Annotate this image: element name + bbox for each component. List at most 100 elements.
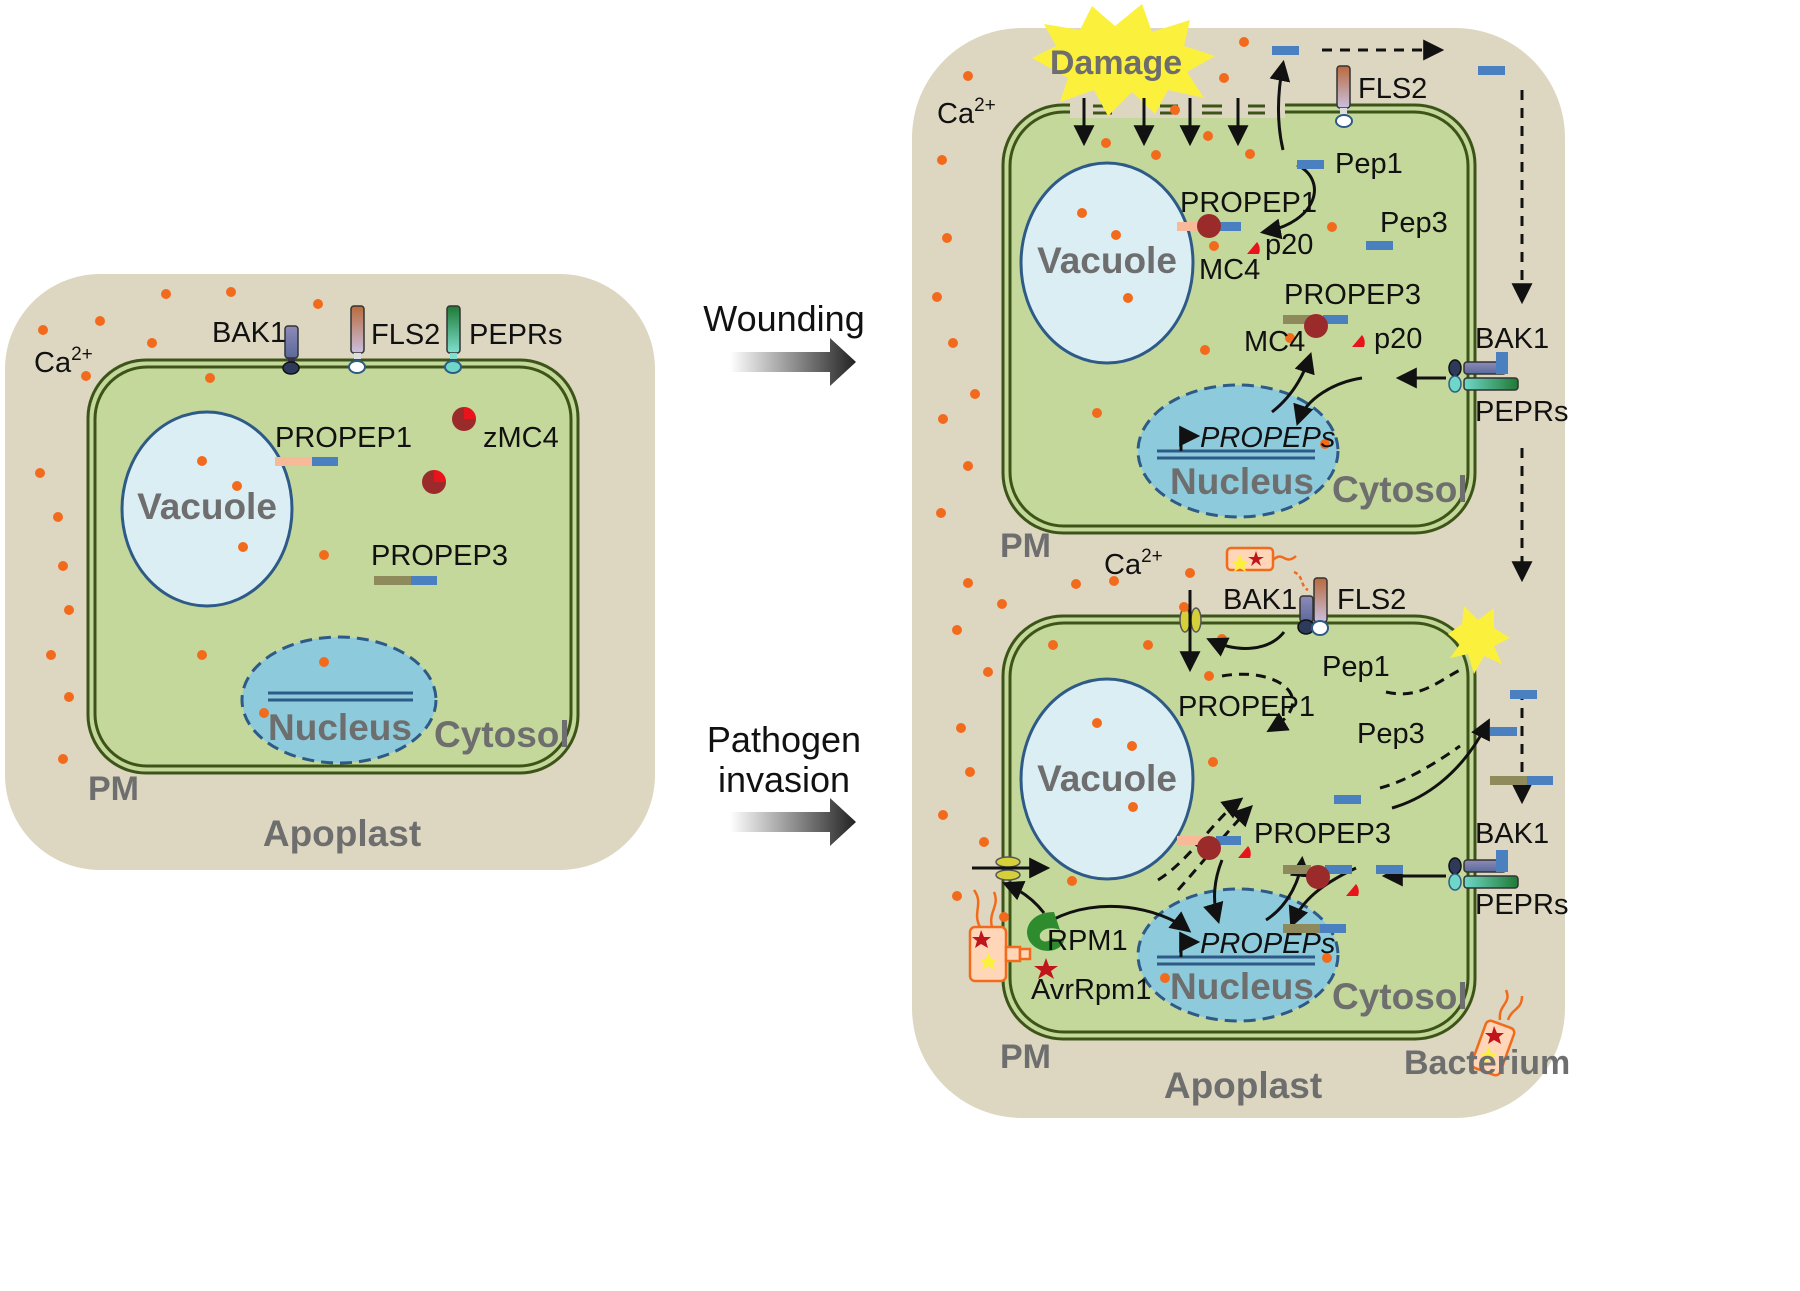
- signal-to-nucleus-arrow: [1293, 376, 1363, 426]
- left-cytosol-label: Cytosol: [434, 714, 570, 755]
- left-ca-label: Ca2+: [34, 344, 93, 379]
- bottom-bak1-peprs-complex: [1448, 850, 1519, 891]
- pep3-release-arrow: [1391, 718, 1490, 810]
- left-propep3-label: PROPEP3: [371, 540, 508, 572]
- left-vacuole: [120, 410, 294, 608]
- wounding-label: Wounding: [703, 298, 864, 339]
- top-pep1-label: Pep1: [1335, 148, 1403, 180]
- pathogen-label-line2: invasion: [718, 759, 850, 800]
- bottom-tss-arrow: [1179, 931, 1201, 957]
- left-resting-cell: Ca2+ BAK1 FLS2 PEPRs PROPEP1 zMC4 PROPEP…: [5, 274, 655, 870]
- bottom-ca-label: Ca2+: [1104, 546, 1163, 581]
- left-nucleus-label: Nucleus: [268, 707, 412, 748]
- bottom-infected-cell: Ca2+ BAK1 FLS2 Pep1 PROPEP1 Pep3 PROPEP3…: [938, 546, 1570, 1106]
- bottom-apoplast-label: Apoplast: [1164, 1065, 1322, 1106]
- bottom-plasma-membrane: [1008, 621, 1470, 1034]
- wounding-arrow: [730, 338, 856, 386]
- top-propep3-label: PROPEP3: [1284, 279, 1421, 311]
- top-bak1-label: BAK1: [1475, 323, 1549, 355]
- left-fls2-label: FLS2: [371, 319, 440, 351]
- pathogen-label-line1: Pathogen: [707, 719, 861, 760]
- bottom-avrrpm1-label: AvrRpm1: [1031, 974, 1151, 1006]
- left-plasma-membrane: [93, 365, 573, 768]
- left-bak1-label: BAK1: [212, 317, 286, 349]
- bottom-bak1-top-label: BAK1: [1223, 584, 1297, 616]
- bottom-vacuole-label: Vacuole: [1037, 758, 1177, 799]
- left-propep1-label: PROPEP1: [275, 422, 412, 454]
- top-p20-a-label: p20: [1265, 229, 1313, 261]
- top-propep1-label: PROPEP1: [1180, 187, 1317, 219]
- left-apoplast-label: Apoplast: [263, 813, 421, 854]
- left-zmc4-zymogen: [422, 407, 476, 494]
- bottom-peprs-label: PEPRs: [1475, 889, 1568, 921]
- injecting-bacterium: [968, 889, 1032, 983]
- left-peprs-receptor: [444, 305, 462, 374]
- bottom-bacterium-label: Bacterium: [1404, 1044, 1570, 1082]
- top-propep1-mc4-complex: [1177, 214, 1260, 254]
- left-vacuole-label: Vacuole: [137, 486, 277, 527]
- avrrpm1-effector: [1034, 958, 1058, 979]
- nucleus-to-propep3-arrow-a: [1203, 859, 1224, 925]
- bottom-pep1-label: Pep1: [1322, 651, 1390, 683]
- pep1-release-arrow: [1269, 59, 1291, 151]
- bottom-propep3-label: PROPEP3: [1254, 818, 1391, 850]
- mc4-cleavage-arrow: [1259, 163, 1316, 240]
- bottom-bak1-fls2-complex: [1293, 570, 1329, 636]
- top-vacuole-label: Vacuole: [1037, 240, 1177, 281]
- rpm1-to-channel-arrow: [1002, 880, 1046, 914]
- propeps-to-mc4-arrow: [1271, 352, 1315, 414]
- bottom-rpm1-label: RPM1: [1047, 925, 1128, 957]
- top-cytosol-label: Cytosol: [1332, 469, 1468, 510]
- top-pm-label: PM: [1000, 527, 1051, 565]
- flagellated-bacterium: [1225, 546, 1297, 572]
- top-wounded-cell: Damage: [932, 4, 1568, 805]
- bottom-propep3-external: [1490, 776, 1553, 785]
- wounding-transition: Wounding: [703, 298, 865, 386]
- left-peprs-label: PEPRs: [469, 319, 562, 351]
- pathogen-arrow: [730, 798, 856, 846]
- top-peprs-label: PEPRs: [1475, 396, 1568, 428]
- left-fls2-receptor: [348, 305, 366, 374]
- free-bacterium: [1470, 989, 1524, 1077]
- top-p20-b-label: p20: [1374, 323, 1422, 355]
- fls2-to-channel-arrow: [1206, 631, 1286, 657]
- side-calcium-channel: [995, 856, 1021, 881]
- pep1-release-dashed-arrow: [1385, 668, 1461, 696]
- left-propep1-protein: [275, 457, 338, 466]
- bottom-pep3-label: Pep3: [1357, 718, 1425, 750]
- top-pep3-label: Pep3: [1380, 207, 1448, 239]
- bottom-nucleus-label: Nucleus: [1170, 966, 1314, 1007]
- top-nucleus-label: Nucleus: [1170, 461, 1314, 502]
- left-calcium-ions: [35, 287, 329, 764]
- bottom-vacuole: [1019, 677, 1195, 881]
- bottom-pep-peptides: [1334, 690, 1537, 874]
- rpm1-protein: [1027, 912, 1064, 951]
- top-fls2-label: FLS2: [1358, 73, 1427, 105]
- bottom-bak1-label: BAK1: [1475, 818, 1549, 850]
- bottom-propep3-mc4-complex: [1283, 865, 1359, 896]
- bottom-propeps-label: PROPEPs: [1200, 928, 1335, 960]
- top-mc4-b-label: MC4: [1244, 326, 1305, 358]
- top-vacuole: [1019, 161, 1195, 365]
- bottom-propep1-label: PROPEP1: [1178, 691, 1315, 723]
- left-zmc4-label: zMC4: [483, 422, 559, 454]
- top-bak1-peprs-complex: [1448, 352, 1519, 393]
- damage-burst: Damage: [1032, 4, 1215, 116]
- top-calcium-ions: [932, 37, 1337, 518]
- bottom-propep3-protein: [1283, 924, 1346, 933]
- left-pm-label: PM: [88, 770, 139, 808]
- pathogen-transition: Pathogen invasion: [707, 719, 861, 846]
- left-propep3-protein: [374, 576, 437, 585]
- bottom-cytosol-label: Cytosol: [1332, 976, 1468, 1017]
- top-propep3-mc4-complex: [1283, 314, 1365, 347]
- top-ca-label: Ca2+: [937, 95, 996, 130]
- damage-label: Damage: [1050, 44, 1182, 82]
- bottom-propep1-mc4-complex: [1177, 836, 1251, 860]
- top-pep-peptides: [1272, 46, 1505, 250]
- top-mc4-a-label: MC4: [1199, 254, 1260, 286]
- rpm1-to-nucleus-arrow: [1051, 904, 1192, 933]
- left-bak1-receptor: [282, 325, 300, 375]
- top-calcium-channel: [1179, 607, 1202, 633]
- top-propeps-label: PROPEPs: [1200, 422, 1335, 454]
